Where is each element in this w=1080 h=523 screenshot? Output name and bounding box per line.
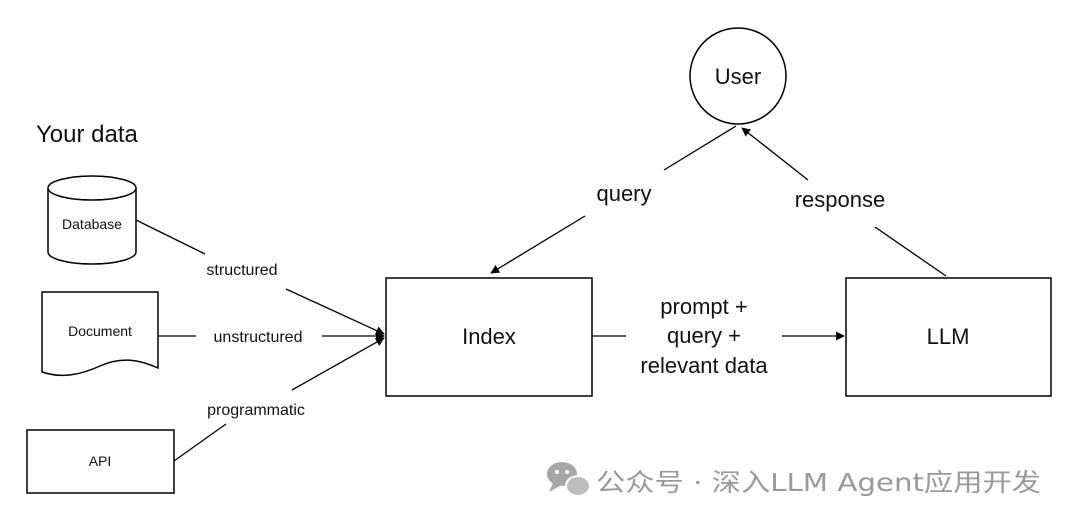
prompt-label-line1: prompt + [660, 294, 747, 319]
database-node: Database [47, 175, 137, 265]
llm-label: LLM [927, 324, 970, 349]
edge-structured: structured [135, 219, 385, 335]
document-node: Document [41, 291, 159, 377]
edge-unstructured: unstructured [158, 329, 385, 346]
programmatic-label: programmatic [207, 402, 305, 419]
edge-prompt: prompt + query + relevant data [592, 294, 845, 378]
edge-response: response [741, 127, 947, 277]
watermark-text: 公众号 · 深入LLM Agent应用开发 [596, 468, 1041, 497]
your-data-heading: Your data [36, 121, 139, 148]
response-label: response [795, 187, 886, 212]
edge-programmatic: programmatic [173, 337, 385, 462]
index-node: Index [385, 277, 593, 397]
database-label: Database [62, 216, 122, 232]
user-node: User [689, 27, 787, 125]
api-label: API [89, 453, 112, 469]
index-label: Index [462, 324, 516, 349]
wechat-icon [547, 462, 591, 497]
user-label: User [715, 64, 761, 89]
prompt-label-line2: query + [667, 323, 741, 348]
document-label: Document [68, 323, 132, 339]
query-label: query [596, 181, 651, 206]
edge-query: query [490, 125, 737, 274]
prompt-label-line3: relevant data [640, 353, 768, 378]
structured-label: structured [206, 262, 277, 279]
unstructured-label: unstructured [214, 329, 303, 346]
llm-node: LLM [845, 277, 1052, 397]
api-node: API [26, 429, 175, 494]
watermark: 公众号 · 深入LLM Agent应用开发 [547, 462, 1041, 497]
